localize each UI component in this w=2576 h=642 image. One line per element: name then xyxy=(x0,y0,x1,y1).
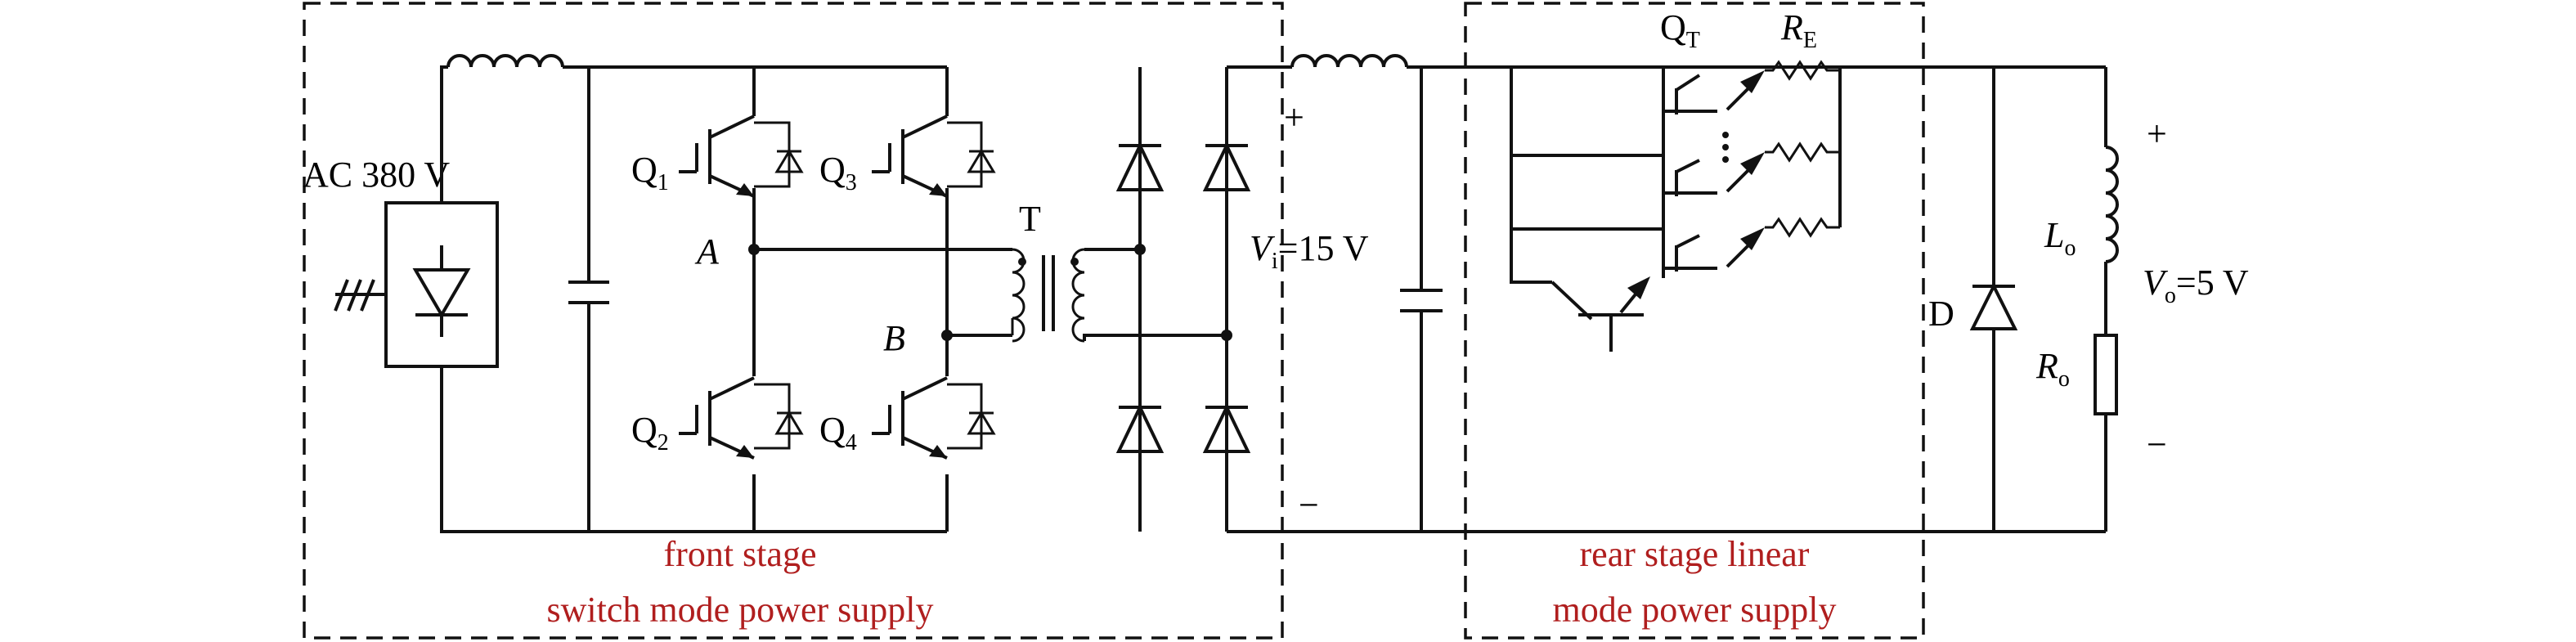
input-voltage-label: AC 380 V xyxy=(303,155,450,195)
rear-stage-box xyxy=(1464,2,1925,640)
front-stage-subtitle: switch mode power supply xyxy=(547,590,934,630)
dc-bus xyxy=(1227,54,2106,533)
output-voltage-label: Vo=5 V xyxy=(2143,263,2249,308)
output-plus-label: + xyxy=(2147,114,2167,154)
front-wiring xyxy=(440,54,1012,533)
ro-label: Ro xyxy=(2035,346,2070,392)
node-a-dot xyxy=(748,244,760,255)
node-b-label: B xyxy=(883,318,905,358)
front-stage-box xyxy=(303,2,1284,640)
input-dc-voltage-label: Vi=15 V xyxy=(1250,228,1369,274)
igbt-q2 xyxy=(679,376,804,460)
rear-stage-title: rear stage linear xyxy=(1580,534,1810,574)
bus-plus-label: + xyxy=(1284,97,1304,137)
q1-label: Q1 xyxy=(631,150,669,195)
re-label: RE xyxy=(1780,7,1817,53)
q2-label: Q2 xyxy=(631,410,669,456)
qt-label: QT xyxy=(1660,7,1700,53)
node-b-dot xyxy=(941,330,953,341)
transformer xyxy=(1011,244,1232,343)
transformer-label: T xyxy=(1019,199,1041,239)
linear-regulator xyxy=(1510,60,1842,352)
bus-minus-label: − xyxy=(1299,485,1319,525)
diode-label: D xyxy=(1928,294,1954,334)
igbt-q1 xyxy=(679,114,804,198)
q3-label: Q3 xyxy=(819,150,857,195)
output-minus-label: − xyxy=(2147,424,2167,465)
output-bridge xyxy=(1115,67,1251,532)
output-stage xyxy=(1923,65,2119,532)
input-rectifier xyxy=(334,201,499,368)
rear-stage-subtitle: mode power supply xyxy=(1552,590,1836,630)
node-a-label: A xyxy=(694,231,720,272)
q4-label: Q4 xyxy=(819,410,857,456)
igbt-q4 xyxy=(872,376,996,460)
front-stage-title: front stage xyxy=(664,534,817,574)
igbt-q3 xyxy=(872,114,996,198)
lo-label: Lo xyxy=(2044,215,2076,261)
